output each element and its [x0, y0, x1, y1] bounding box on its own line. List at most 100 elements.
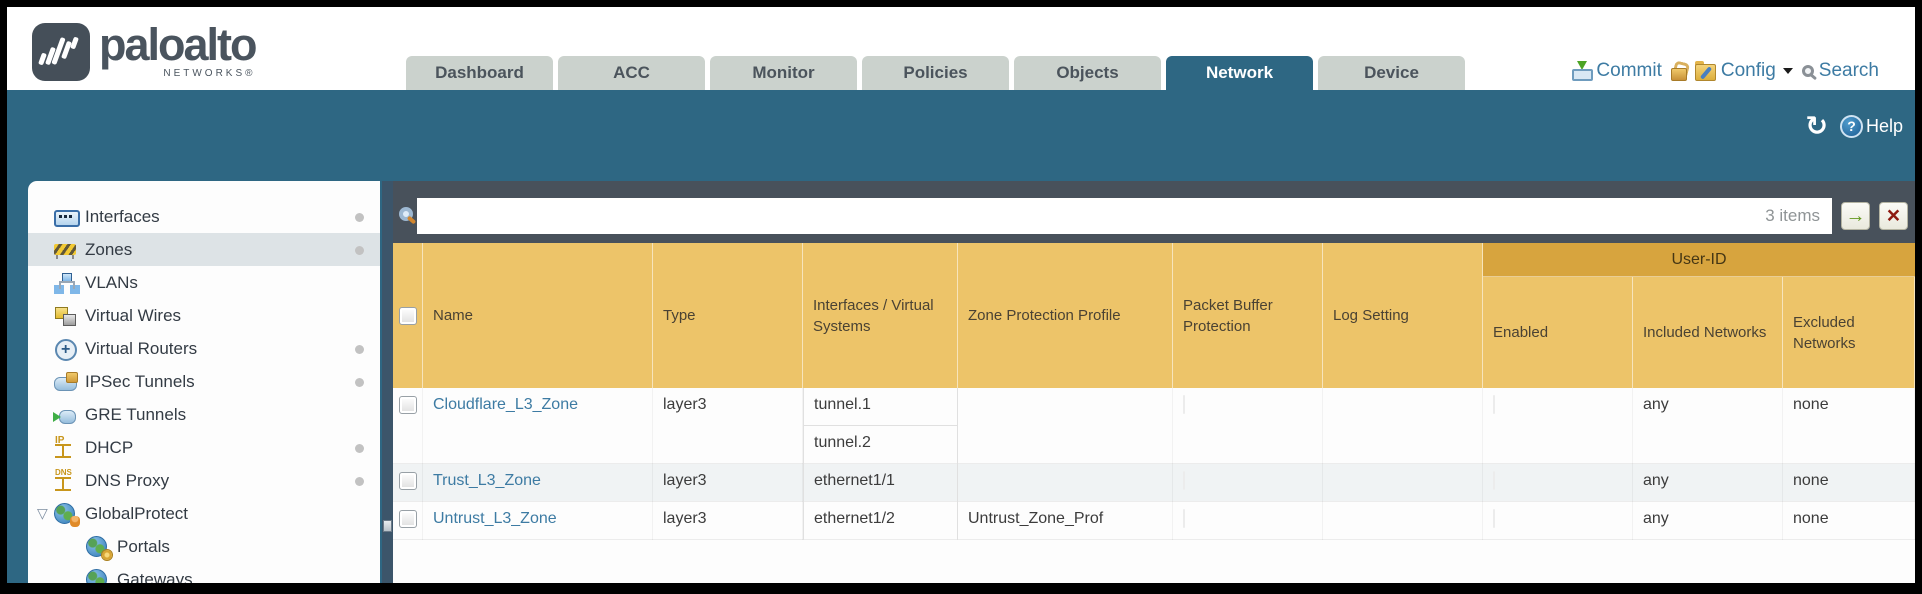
column-header-packet-buffer-protection[interactable]: Packet Buffer Protection — [1173, 243, 1323, 388]
zone-name-link[interactable]: Cloudflare_L3_Zone — [433, 396, 578, 413]
globe-icon — [86, 568, 107, 583]
user-id-enabled-checkbox — [1493, 471, 1495, 490]
search-icon — [1801, 65, 1814, 77]
tab-acc[interactable]: ACC — [558, 56, 705, 90]
sidebar-item-ipsec-tunnels[interactable]: IPSec Tunnels — [28, 365, 380, 398]
ipsec-tunnels-icon — [53, 370, 79, 394]
teal-header-band: ↻ ? Help — [7, 90, 1915, 181]
sidebar-item-label: IPSec Tunnels — [85, 371, 195, 391]
tab-network[interactable]: Network — [1166, 56, 1313, 90]
config-label: Config — [1720, 60, 1776, 81]
sidebar-item-dns-proxy[interactable]: DNS Proxy — [28, 464, 380, 497]
help-button[interactable]: ? Help — [1839, 114, 1903, 138]
sidebar-item-gre-tunnels[interactable]: GRE Tunnels — [28, 398, 380, 431]
refresh-icon[interactable]: ↻ — [1805, 111, 1828, 141]
sidebar-item-virtual-routers[interactable]: Virtual Routers — [28, 332, 380, 365]
global-search-button[interactable]: Search — [1801, 60, 1879, 82]
column-header-log-setting[interactable]: Log Setting — [1323, 243, 1483, 388]
dhcp-icon — [53, 435, 79, 460]
band-tools: ↻ ? Help — [1805, 111, 1903, 141]
interfaces-cell: ethernet1/1 — [803, 464, 958, 502]
globalprotect-icon — [53, 502, 80, 527]
status-dot — [355, 344, 364, 354]
sidebar-item-label: GRE Tunnels — [85, 404, 187, 424]
apply-filter-button[interactable]: → — [1841, 202, 1870, 230]
sidebar-item-label: Virtual Routers — [85, 338, 198, 358]
splitter-handle[interactable] — [383, 520, 392, 532]
sidebar-splitter[interactable] — [380, 181, 393, 583]
row-checkbox[interactable] — [398, 510, 417, 528]
expand-caret-icon[interactable]: ▽ — [37, 505, 48, 521]
clear-filter-button[interactable]: × — [1879, 202, 1908, 230]
column-header-included-networks[interactable]: Included Networks — [1633, 243, 1783, 388]
help-label: Help — [1865, 115, 1903, 136]
sidebar-item-vlans[interactable]: VLANs — [28, 266, 380, 299]
lock-icon[interactable] — [1670, 62, 1687, 81]
tab-monitor[interactable]: Monitor — [710, 56, 857, 90]
included-networks-cell: any — [1633, 464, 1783, 502]
status-dot — [355, 212, 364, 222]
row-checkbox[interactable] — [398, 472, 417, 490]
sidebar-item-gateways[interactable]: Gateways — [28, 563, 380, 583]
sidebar-item-virtual-wires[interactable]: Virtual Wires — [28, 299, 380, 332]
commit-button[interactable]: Commit — [1571, 60, 1662, 82]
excluded-networks-cell: none — [1783, 388, 1915, 464]
filter-search-icon — [399, 207, 413, 221]
paloalto-logo-icon — [32, 23, 90, 81]
interface-entry: tunnel.1 — [804, 388, 957, 426]
zone-name-link[interactable]: Untrust_L3_Zone — [433, 510, 557, 527]
sidebar-item-dhcp[interactable]: DHCP — [28, 431, 380, 464]
sidebar-item-label: Gateways — [117, 569, 193, 584]
column-header-excluded-networks[interactable]: Excluded Networks — [1783, 243, 1915, 388]
tab-policies[interactable]: Policies — [862, 56, 1009, 90]
user-id-enabled-cell — [1483, 388, 1633, 464]
column-header-enabled[interactable]: Enabled — [1483, 243, 1633, 388]
config-menu-button[interactable]: Config — [1694, 60, 1793, 82]
virtual-wires-icon — [53, 304, 79, 328]
column-header-zone-protection-profile[interactable]: Zone Protection Profile — [958, 243, 1173, 388]
commit-icon — [1571, 61, 1594, 81]
column-header-name[interactable]: Name — [423, 243, 653, 388]
user-id-enabled-checkbox — [1493, 509, 1495, 528]
excluded-networks-cell: none — [1783, 502, 1915, 540]
tab-device[interactable]: Device — [1318, 56, 1465, 90]
row-checkbox[interactable] — [398, 396, 417, 414]
tab-objects[interactable]: Objects — [1014, 56, 1161, 90]
packet-buffer-protection-checkbox — [1183, 509, 1185, 528]
packet-buffer-protection-cell — [1173, 502, 1323, 540]
status-dot — [355, 377, 364, 387]
column-header-interfaces-virtual-systems[interactable]: Interfaces / Virtual Systems — [803, 243, 958, 388]
zone-name-link[interactable]: Trust_L3_Zone — [433, 472, 541, 489]
zone-protection-profile-cell — [958, 464, 1173, 502]
tab-dashboard[interactable]: Dashboard — [406, 56, 553, 90]
included-networks-cell: any — [1633, 502, 1783, 540]
status-dot — [355, 476, 364, 486]
interface-entry: ethernet1/2 — [814, 510, 895, 527]
sidebar-item-interfaces[interactable]: Interfaces — [28, 200, 380, 233]
sidebar-item-zones[interactable]: Zones — [28, 233, 380, 266]
search-label: Search — [1818, 60, 1879, 81]
sidebar-item-label: Zones — [85, 239, 133, 259]
filter-input[interactable] — [417, 198, 1766, 234]
sidebar-item-portals[interactable]: Portals — [28, 530, 380, 563]
packet-buffer-protection-checkbox — [1183, 471, 1185, 490]
sidebar-item-label: Portals — [117, 536, 170, 556]
row-checkbox-cell — [393, 388, 423, 464]
excluded-networks-cell: none — [1783, 464, 1915, 502]
help-icon: ? — [1839, 114, 1863, 138]
column-header-type[interactable]: Type — [653, 243, 803, 388]
select-all-checkbox[interactable] — [398, 306, 417, 325]
sidebar-item-globalprotect[interactable]: ▽GlobalProtect — [28, 497, 380, 530]
